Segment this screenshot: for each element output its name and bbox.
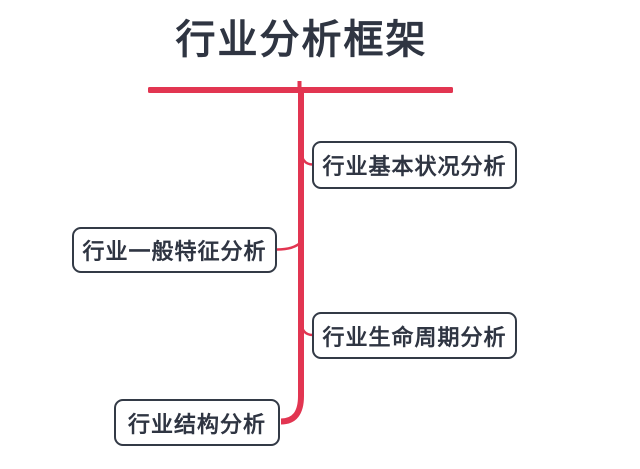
branch-line-general — [276, 241, 302, 251]
node-label: 行业结构分析 — [127, 411, 266, 437]
trunk-line — [280, 90, 304, 425]
trunk-top-stub — [297, 81, 302, 89]
node-industry-general-characteristics: 行业一般特征分析 — [72, 227, 277, 273]
title-underline-bar — [148, 87, 453, 93]
diagram-title: 行业分析框架 — [175, 18, 428, 62]
node-industry-lifecycle: 行业生命周期分析 — [312, 312, 517, 359]
node-label: 行业一般特征分析 — [82, 239, 267, 264]
node-industry-basic-status: 行业基本状况分析 — [312, 141, 517, 189]
node-industry-structure: 行业结构分析 — [114, 399, 280, 446]
node-label: 行业基本状况分析 — [322, 154, 507, 179]
node-label: 行业生命周期分析 — [322, 324, 507, 350]
